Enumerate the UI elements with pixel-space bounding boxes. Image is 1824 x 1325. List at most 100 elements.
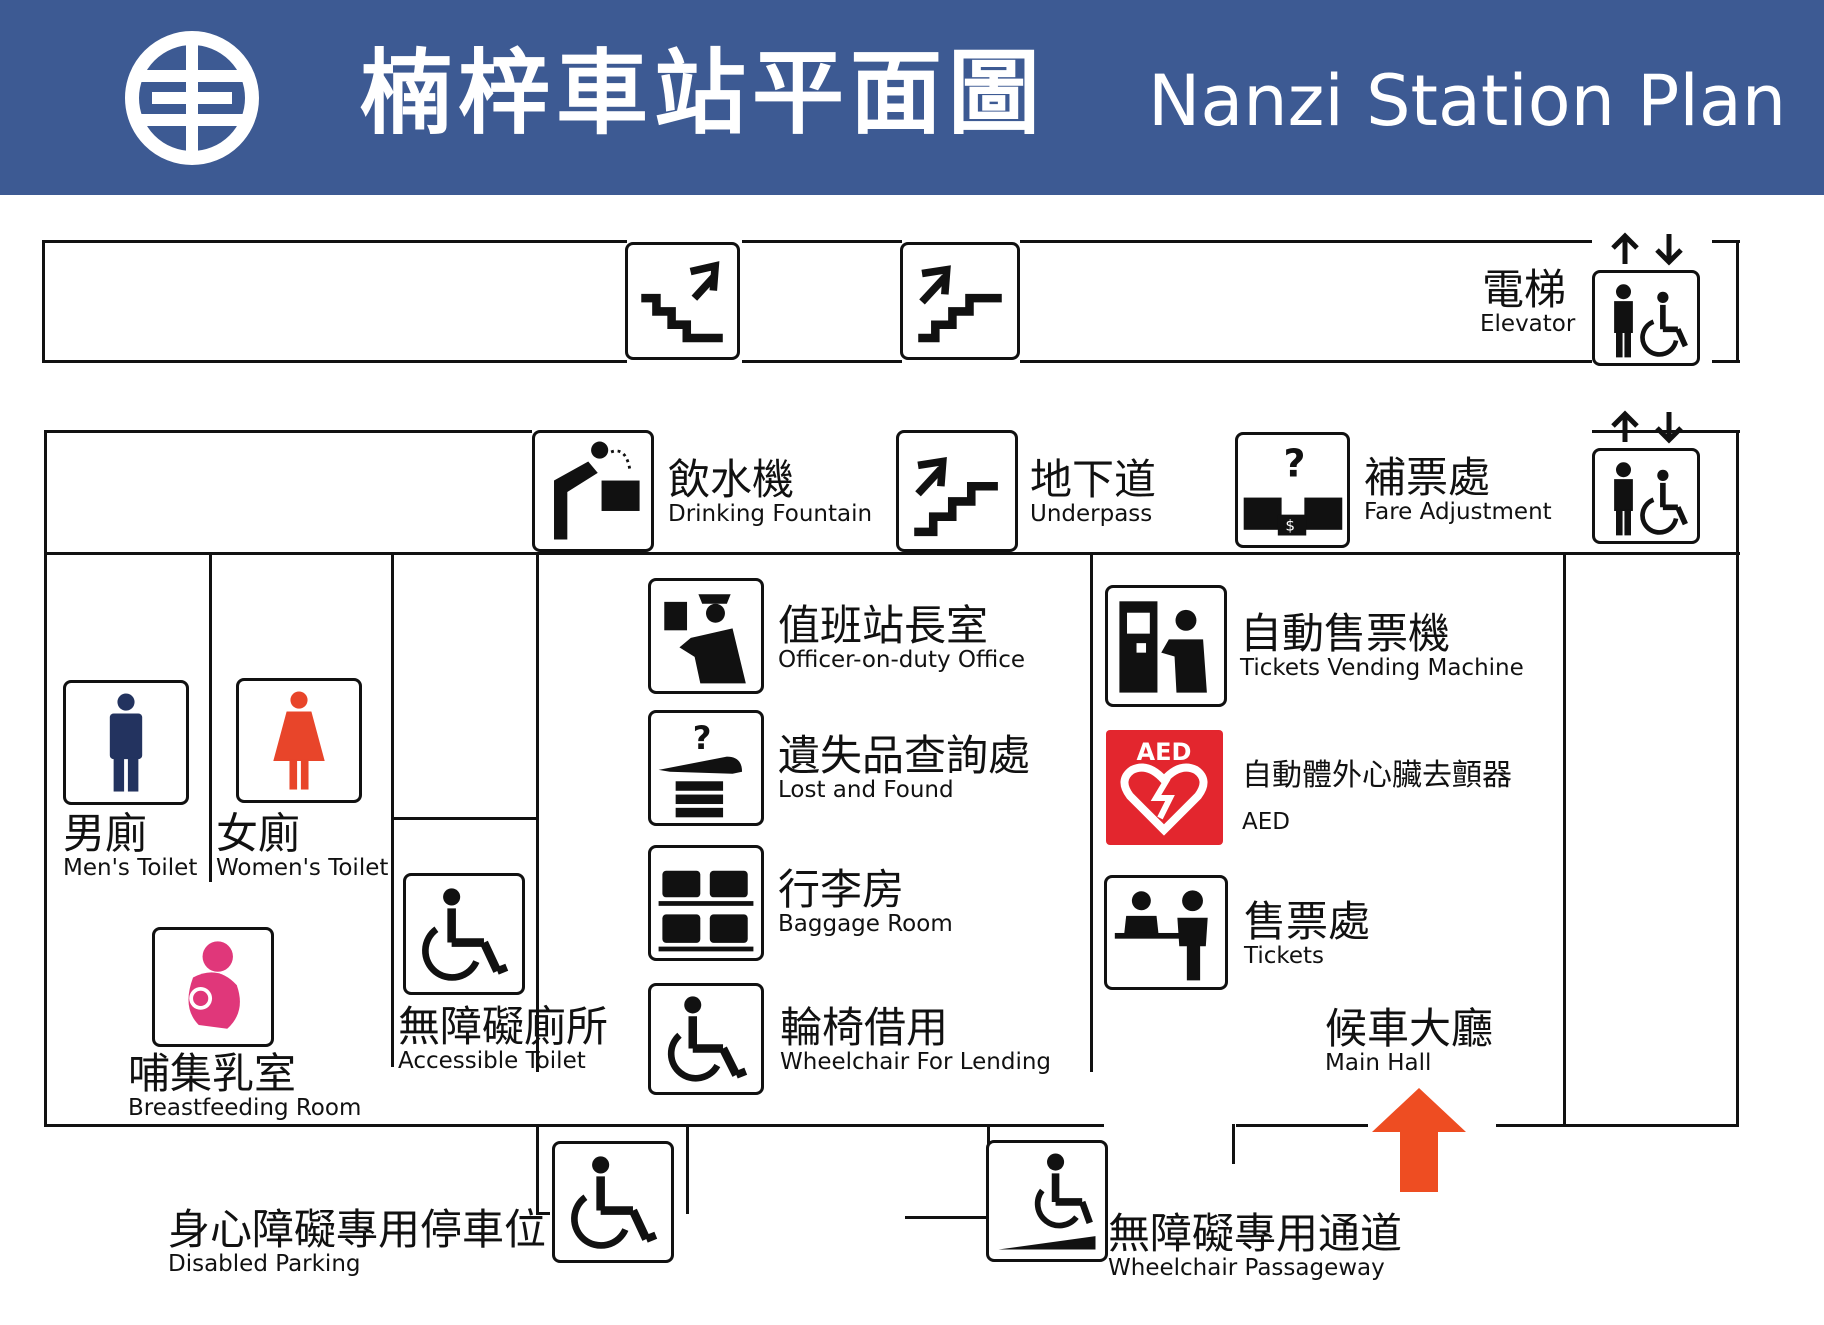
mens-toilet-icon xyxy=(63,680,189,805)
wall xyxy=(1020,240,1592,243)
wall xyxy=(42,240,45,363)
underpass-stairs-icon xyxy=(896,430,1018,552)
mens-toilet-label: 男廁 Men's Toilet xyxy=(63,809,198,882)
fare-adjustment-label: 補票處 Fare Adjustment xyxy=(1364,453,1552,526)
lost-found-label-zh: 遺失品查詢處 xyxy=(778,731,1031,780)
stairs-up-left-icon xyxy=(625,242,740,360)
elevator-updown-arrows-icon xyxy=(1611,232,1683,266)
wheelchair-passageway-label-en: Wheelchair Passageway xyxy=(1108,1255,1385,1282)
underpass-label-en: Underpass xyxy=(1030,501,1153,528)
accessible-toilet-icon xyxy=(403,873,525,995)
main-hall-label-en: Main Hall xyxy=(1325,1050,1432,1077)
womens-toilet-label: 女廁 Women's Toilet xyxy=(216,809,388,880)
wall xyxy=(1236,1124,1368,1127)
mens-toilet-label-zh: 男廁 xyxy=(63,809,148,858)
ticket-machine-label: 自動售票機 Tickets Vending Machine xyxy=(1240,609,1524,682)
wall xyxy=(391,817,537,820)
wheelchair-icon xyxy=(648,983,764,1095)
elevator-label-en: Elevator xyxy=(1480,311,1576,338)
wall xyxy=(1090,552,1093,1072)
fare-adjustment-icon: ? $ xyxy=(1235,432,1350,548)
disabled-parking-label-en: Disabled Parking xyxy=(168,1251,361,1278)
disabled-parking-label-zh: 身心障礙專用停車位 xyxy=(168,1205,547,1254)
wall xyxy=(44,552,1740,555)
womens-toilet-label-zh: 女廁 xyxy=(216,809,301,858)
wall xyxy=(44,430,532,433)
wall xyxy=(209,552,212,882)
tickets-label-en: Tickets xyxy=(1244,943,1325,970)
officer-office-label: 值班站長室 Officer-on-duty Office xyxy=(778,601,1026,674)
aed-label: 自動體外心臟去顫器 AED xyxy=(1242,760,1512,834)
fare-adjustment-label-en: Fare Adjustment xyxy=(1364,499,1552,526)
wall xyxy=(1712,360,1740,363)
officer-office-label-zh: 值班站長室 xyxy=(778,601,989,650)
ticket-counter-icon xyxy=(1104,875,1228,990)
baggage-room-label: 行李房 Baggage Room xyxy=(778,867,953,938)
drinking-fountain-icon xyxy=(532,430,654,552)
wheelchair-lending-label: 輪椅借用 Wheelchair For Lending xyxy=(780,1003,1052,1076)
wheelchair-ramp-icon xyxy=(986,1140,1108,1262)
aed-label-zh: 自動體外心臟去顫器 xyxy=(1242,758,1512,793)
wheelchair-lending-label-zh: 輪椅借用 xyxy=(780,1003,949,1052)
officer-icon xyxy=(648,578,764,694)
aed-label-en: AED xyxy=(1242,808,1290,835)
wall xyxy=(1712,240,1740,243)
wall xyxy=(686,1124,689,1214)
lost-found-label-en: Lost and Found xyxy=(778,777,954,804)
svg-text:$: $ xyxy=(1285,517,1295,535)
disabled-parking-icon xyxy=(552,1141,674,1263)
breastfeeding-label-zh: 哺集乳室 xyxy=(128,1049,297,1098)
drinking-fountain-label-zh: 飲水機 xyxy=(668,455,795,504)
page-title-en: Nanzi Station Plan xyxy=(1148,60,1787,142)
mens-toilet-label-en: Men's Toilet xyxy=(63,855,198,882)
wall xyxy=(742,240,902,243)
wall xyxy=(391,552,394,1067)
wheelchair-passageway-label-zh: 無障礙專用通道 xyxy=(1108,1209,1403,1258)
main-hall-label-zh: 候車大廳 xyxy=(1325,1004,1494,1053)
elevator-icon xyxy=(1592,448,1700,544)
wall xyxy=(536,1212,550,1215)
wall xyxy=(1020,360,1592,363)
aed-badge-text: AED xyxy=(1137,738,1192,766)
elevator-updown-arrows-icon xyxy=(1611,410,1683,444)
wall xyxy=(1563,552,1566,1124)
wall xyxy=(1736,240,1739,363)
wall xyxy=(42,240,627,243)
taiwan-railway-logo xyxy=(125,31,259,165)
tickets-label-zh: 售票處 xyxy=(1244,897,1371,946)
wheelchair-passageway-label: 無障礙專用通道 Wheelchair Passageway xyxy=(1108,1209,1403,1282)
lost-found-label: 遺失品查詢處 Lost and Found xyxy=(778,731,1031,804)
ticket-machine-label-zh: 自動售票機 xyxy=(1240,609,1451,658)
accessible-toilet-label: 無障礙廁所 Accessible Toilet xyxy=(398,1002,609,1075)
lost-found-icon: ? xyxy=(648,710,764,826)
underpass-label-zh: 地下道 xyxy=(1030,455,1157,504)
wall xyxy=(1592,430,1740,433)
page-title-zh: 楠梓車站平面圖 xyxy=(360,40,1047,147)
svg-text:?: ? xyxy=(1283,442,1305,486)
accessible-toilet-label-en: Accessible Toilet xyxy=(398,1048,586,1075)
wall xyxy=(1232,1124,1235,1164)
elevator-top-label: 電梯 Elevator xyxy=(1480,267,1576,338)
svg-text:?: ? xyxy=(693,719,712,757)
wall xyxy=(1736,430,1739,1127)
wall xyxy=(536,552,539,1072)
ticket-machine-label-en: Tickets Vending Machine xyxy=(1240,655,1524,682)
main-hall-arrow-icon xyxy=(1372,1088,1466,1192)
main-hall-label: 候車大廳 Main Hall xyxy=(1325,1004,1494,1077)
disabled-parking-label: 身心障礙專用停車位 Disabled Parking xyxy=(168,1205,547,1278)
breastfeeding-label-en: Breastfeeding Room xyxy=(128,1095,362,1122)
stairs-up-right-icon xyxy=(900,242,1020,360)
tickets-label: 售票處 Tickets xyxy=(1244,897,1371,970)
ticket-machine-icon xyxy=(1105,585,1227,707)
wall xyxy=(42,360,627,363)
wall xyxy=(905,1216,987,1219)
fare-adjustment-label-zh: 補票處 xyxy=(1364,453,1491,502)
officer-office-label-en: Officer-on-duty Office xyxy=(778,647,1026,674)
wheelchair-lending-label-en: Wheelchair For Lending xyxy=(780,1049,1052,1076)
wall xyxy=(1496,1124,1739,1127)
accessible-toilet-label-zh: 無障礙廁所 xyxy=(398,1002,609,1051)
aed-icon: AED xyxy=(1106,730,1223,845)
baggage-room-label-en: Baggage Room xyxy=(778,911,953,938)
womens-toilet-icon xyxy=(236,678,362,803)
